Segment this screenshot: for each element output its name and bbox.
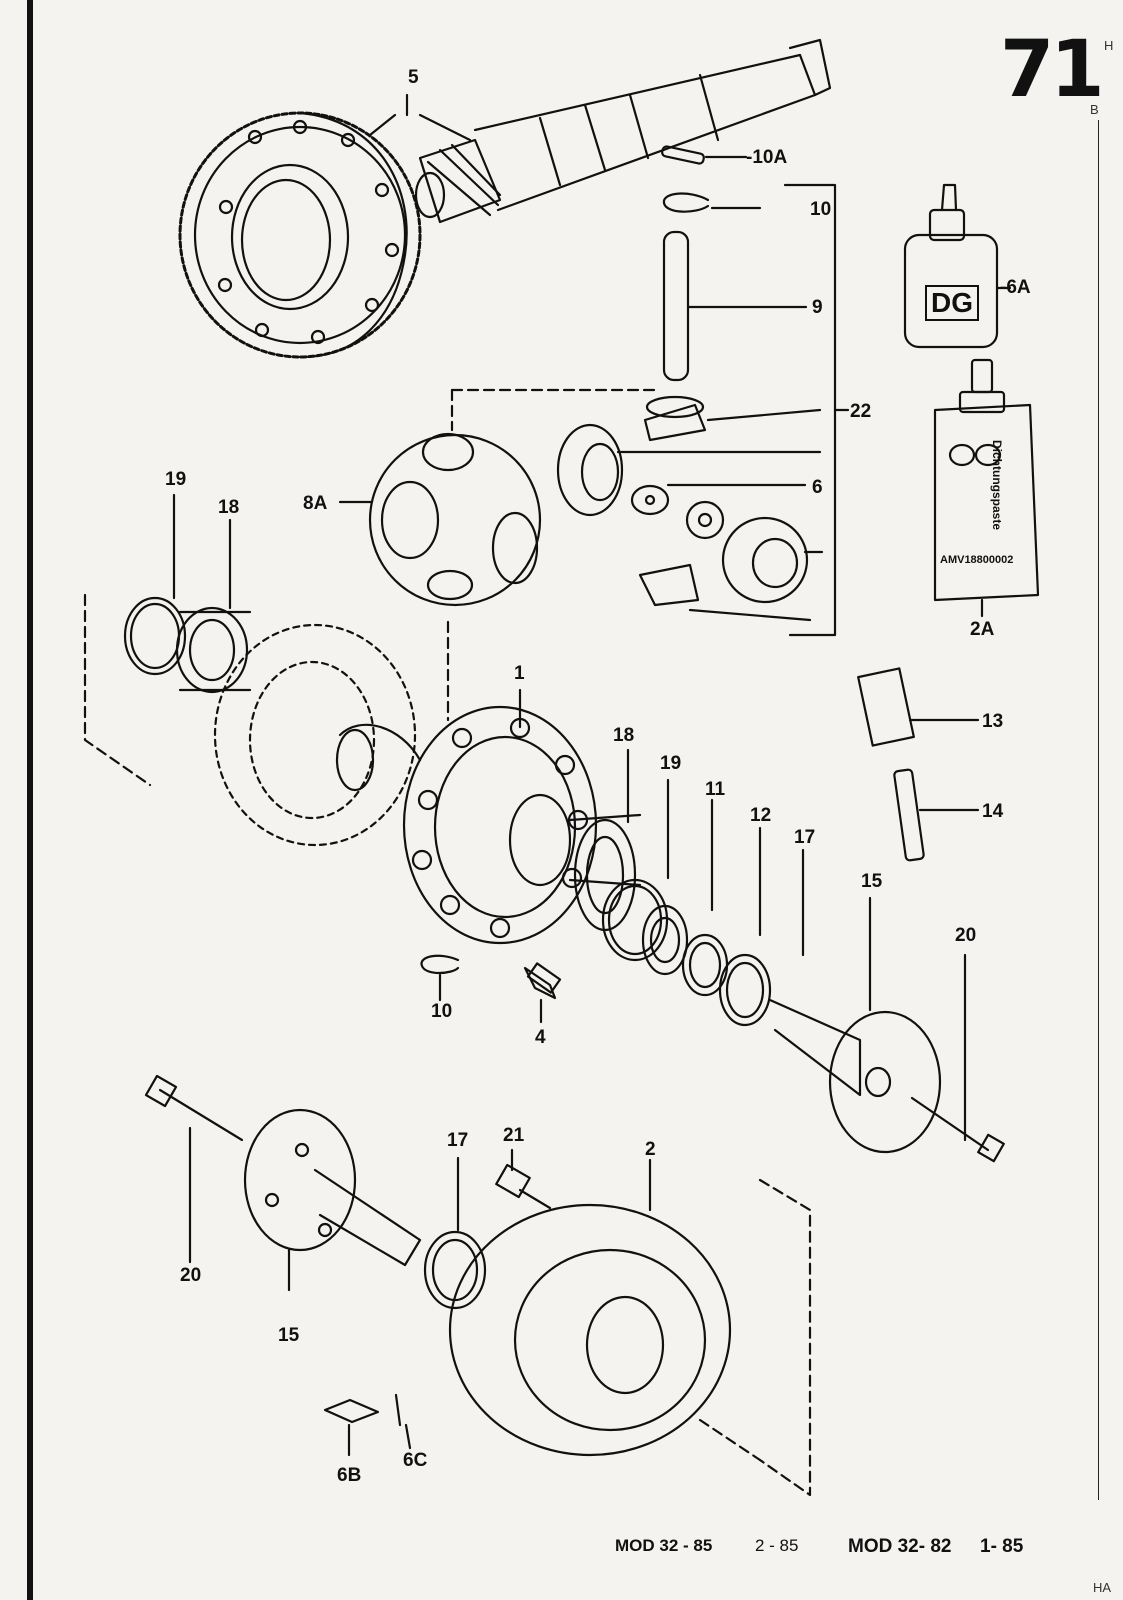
vent-13-14 [857,667,980,862]
part-label-6a: -6A [1000,277,1031,298]
part-label-19a: 19 [165,469,187,490]
ring-gear [178,111,422,359]
right-border-rule [1098,120,1099,1500]
spring-6c [394,1393,412,1450]
part-label-17b: 17 [447,1130,469,1151]
part-label-18a: 18 [218,497,240,518]
footer-right-date: 1- 85 [980,1536,1024,1557]
footer-left-date: 2 - 85 [755,1536,799,1555]
ring-gear-ghost [213,623,417,847]
part-label-12: 12 [750,805,772,826]
part-label-9: 9 [812,297,823,318]
bolt-20-left [144,1074,244,1264]
part-label-2a: 2A [970,619,995,640]
part-label-15a: 15 [861,871,883,892]
part-label-6b: 6B [337,1465,362,1486]
part-label-22: 22 [850,401,872,422]
part-label-10b: 10 [431,1001,453,1022]
edge-text-top: H [1104,38,1114,53]
part-label-19b: 19 [660,753,682,774]
part-label-18b: 18 [613,725,635,746]
part-label-20b: 20 [180,1265,202,1286]
part-label-10-top: 10 [810,199,832,220]
part-label-21: 21 [503,1125,525,1146]
seal-and-bearing-left [83,493,252,787]
key-6b [323,1398,380,1457]
differential-case-1 [335,688,642,945]
bolt-4 [523,962,562,1024]
circlip-10-top [662,192,762,213]
seal-17-low [423,1156,487,1310]
side-cover-2 [448,1158,812,1497]
leader-5 [368,113,472,142]
left-border-rule [27,0,33,1600]
part-label-14: 14 [982,801,1004,822]
tube-code: AMV18800002 [940,554,1014,566]
part-label-11: 11 [705,779,726,800]
footer-right-model: MOD 32- 82 [848,1536,952,1557]
part-label-4: 4 [535,1027,546,1048]
part-label-1: 1 [514,663,525,684]
part-label-6c: 6C [403,1450,428,1471]
circlip-10-low [420,954,460,1002]
edge-text-b: B [1090,102,1099,117]
right-bearing-chain [573,748,805,1027]
tube-label: Dichtungspaste [990,440,1004,531]
ring-gear-and-pinion [178,38,832,359]
tube-2a [933,358,1040,618]
part-label-20a: 20 [955,925,977,946]
bracket-22 [783,183,850,637]
footer-left-model: MOD 32 - 85 [615,1536,713,1555]
bolt-21 [495,1148,552,1210]
part-label-8a: 8A [303,493,328,514]
part-label-5: 5 [408,67,419,88]
oil-bottle-6a [903,183,1012,349]
differential-gears [556,395,824,622]
part-label-10a: -10A [746,147,788,168]
pin-10a [661,145,748,165]
flange-shaft-right [768,896,1005,1163]
differential-cage-8a [338,388,662,722]
bottle-label: DG [925,285,979,321]
pinion-shaft [414,38,832,224]
flange-shaft-left [243,1108,422,1292]
part-label-17a: 17 [794,827,816,848]
page-number: 71 [1000,25,1105,115]
part-label-15b: 15 [278,1325,300,1346]
edge-text-bottom: HA [1093,1580,1112,1595]
part-label-6: 6 [812,477,823,498]
part-label-2: 2 [645,1139,656,1160]
part-label-13: 13 [982,711,1004,732]
pin-9 [662,230,808,382]
